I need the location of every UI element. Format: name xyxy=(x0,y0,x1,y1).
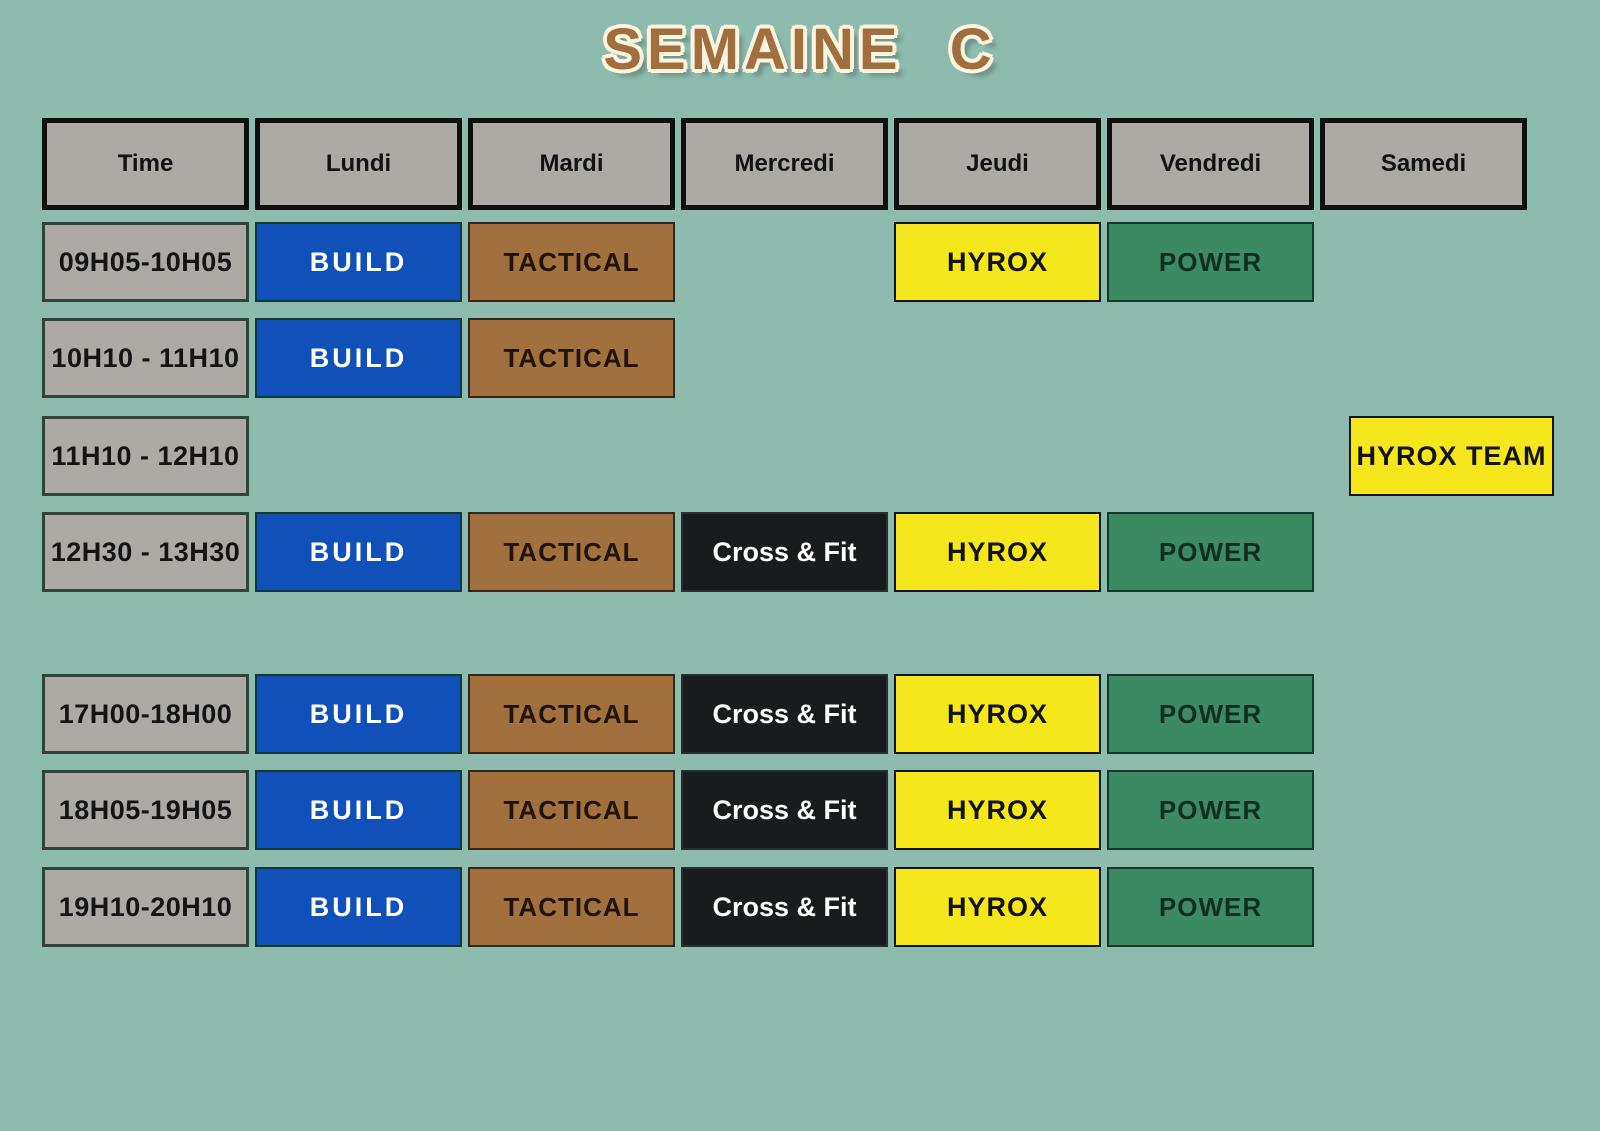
cell-mercredi-crossfit: Cross & Fit xyxy=(681,770,888,850)
time-cell: 12H30 - 13H30 xyxy=(42,512,249,592)
cell-jeudi-hyrox: HYROX xyxy=(894,512,1101,592)
header-cell-time: Time xyxy=(42,118,249,210)
schedule-row-17h00: 17H00-18H00 BUILD TACTICAL Cross & Fit H… xyxy=(0,674,1600,754)
page-title: SEMAINE C xyxy=(603,17,997,82)
time-cell: 11H10 - 12H10 xyxy=(42,416,249,496)
cell-samedi-hyrox-team: HYROX TEAM xyxy=(1349,416,1554,496)
cell-lundi-build: BUILD xyxy=(255,512,462,592)
header-row: Time Lundi Mardi Mercredi Jeudi Vendredi… xyxy=(0,118,1600,210)
header-cell-mardi: Mardi xyxy=(468,118,675,210)
schedule-row-19h10: 19H10-20H10 BUILD TACTICAL Cross & Fit H… xyxy=(0,867,1600,947)
cell-jeudi-hyrox: HYROX xyxy=(894,867,1101,947)
schedule-row-12h30: 12H30 - 13H30 BUILD TACTICAL Cross & Fit… xyxy=(0,512,1600,592)
cell-mardi-tactical: TACTICAL xyxy=(468,867,675,947)
cell-mercredi-crossfit: Cross & Fit xyxy=(681,674,888,754)
schedule-row-18h05: 18H05-19H05 BUILD TACTICAL Cross & Fit H… xyxy=(0,770,1600,850)
cell-vendredi-power: POWER xyxy=(1107,512,1314,592)
time-cell: 18H05-19H05 xyxy=(42,770,249,850)
cell-jeudi-hyrox: HYROX xyxy=(894,770,1101,850)
header-cell-jeudi: Jeudi xyxy=(894,118,1101,210)
cell-vendredi-power: POWER xyxy=(1107,867,1314,947)
time-cell: 17H00-18H00 xyxy=(42,674,249,754)
header-cell-lundi: Lundi xyxy=(255,118,462,210)
cell-lundi-build: BUILD xyxy=(255,867,462,947)
cell-vendredi-power: POWER xyxy=(1107,770,1314,850)
cell-mardi-tactical: TACTICAL xyxy=(468,512,675,592)
cell-lundi-build: BUILD xyxy=(255,318,462,398)
cell-mardi-tactical: TACTICAL xyxy=(468,674,675,754)
header-cell-vendredi: Vendredi xyxy=(1107,118,1314,210)
cell-jeudi-hyrox: HYROX xyxy=(894,674,1101,754)
time-cell: 19H10-20H10 xyxy=(42,867,249,947)
cell-mardi-tactical: TACTICAL xyxy=(468,770,675,850)
header-cell-samedi: Samedi xyxy=(1320,118,1527,210)
cell-mardi-tactical: TACTICAL xyxy=(468,318,675,398)
schedule-row-11h10: 11H10 - 12H10 HYROX TEAM xyxy=(0,416,1600,496)
time-cell: 10H10 - 11H10 xyxy=(42,318,249,398)
time-cell: 09H05-10H05 xyxy=(42,222,249,302)
cell-lundi-build: BUILD xyxy=(255,222,462,302)
cell-vendredi-power: POWER xyxy=(1107,674,1314,754)
schedule-row-10h10: 10H10 - 11H10 BUILD TACTICAL xyxy=(0,318,1600,398)
cell-lundi-build: BUILD xyxy=(255,674,462,754)
cell-vendredi-power: POWER xyxy=(1107,222,1314,302)
cell-mardi-tactical: TACTICAL xyxy=(468,222,675,302)
header-cell-mercredi: Mercredi xyxy=(681,118,888,210)
cell-mercredi-crossfit: Cross & Fit xyxy=(681,867,888,947)
schedule-row-09h05: 09H05-10H05 BUILD TACTICAL HYROX POWER xyxy=(0,222,1600,302)
cell-mercredi-crossfit: Cross & Fit xyxy=(681,512,888,592)
cell-lundi-build: BUILD xyxy=(255,770,462,850)
cell-jeudi-hyrox: HYROX xyxy=(894,222,1101,302)
